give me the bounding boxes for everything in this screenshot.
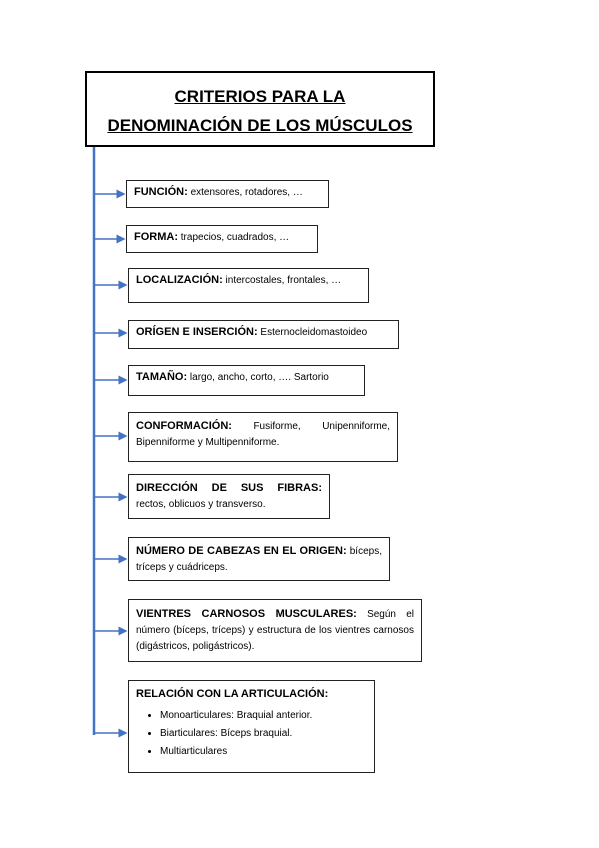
criterion-text: intercostales, frontales, … xyxy=(225,275,342,286)
articulation-list: Monoarticulares: Braquial anterior. Biar… xyxy=(136,707,367,761)
title-line-1: CRITERIOS PARA LA xyxy=(174,87,346,106)
criterion-text: Fusiforme, Unipenniforme, Bipenniforme y… xyxy=(136,421,391,448)
criterion-label: NÚMERO DE CABEZAS EN EL ORIGEN: xyxy=(136,545,347,557)
list-item: Multiarticulares xyxy=(160,743,367,761)
criterion-text: largo, ancho, corto, …. Sartorio xyxy=(189,372,329,383)
criterion-vientres-carnosos: VIENTRES CARNOSOS MUSCULARES: Según el n… xyxy=(128,599,422,662)
criterion-label: FUNCIÓN: xyxy=(134,186,188,198)
criterion-localizacion: LOCALIZACIÓN: intercostales, frontales, … xyxy=(128,268,369,303)
criterion-direccion-fibras: DIRECCIÓN DE SUS FIBRAS: rectos, oblicuo… xyxy=(128,474,330,519)
criterion-label: VIENTRES CARNOSOS MUSCULARES: xyxy=(136,608,357,620)
criterion-label: RELACIÓN CON LA ARTICULACIÓN: xyxy=(136,688,329,700)
criterion-conformacion: CONFORMACIÓN: Fusiforme, Unipenniforme, … xyxy=(128,412,398,462)
criterion-origen-insercion: ORÍGEN E INSERCIÓN: Esternocleidomastoid… xyxy=(128,320,399,349)
criterion-forma: FORMA: trapecios, cuadrados, … xyxy=(126,225,318,253)
criterion-label: FORMA: xyxy=(134,231,178,243)
criterion-text: rectos, oblicuos y transverso. xyxy=(136,499,266,510)
criterion-relacion-articulacion: RELACIÓN CON LA ARTICULACIÓN: Monoarticu… xyxy=(128,680,375,773)
criterion-numero-cabezas: NÚMERO DE CABEZAS EN EL ORIGEN: bíceps, … xyxy=(128,537,390,581)
criterion-label: ORÍGEN E INSERCIÓN: xyxy=(136,326,258,338)
criterion-text: Esternocleidomastoideo xyxy=(260,327,368,338)
criterion-text: trapecios, cuadrados, … xyxy=(180,232,290,243)
criterion-text: extensores, rotadores, … xyxy=(190,187,303,198)
criterion-label: CONFORMACIÓN: xyxy=(136,420,232,432)
diagram-title: CRITERIOS PARA LA DENOMINACIÓN DE LOS MÚ… xyxy=(85,71,435,147)
criterion-label: LOCALIZACIÓN: xyxy=(136,274,223,286)
criterion-text: bíceps, tríceps y cuádriceps. xyxy=(136,546,382,573)
criterion-text: Según el número (bíceps, tríceps) y estr… xyxy=(136,609,414,652)
list-item: Biarticulares: Bíceps braquial. xyxy=(160,725,367,743)
list-item: Monoarticulares: Braquial anterior. xyxy=(160,707,367,725)
title-line-2: DENOMINACIÓN DE LOS MÚSCULOS xyxy=(107,116,413,135)
criterion-funcion: FUNCIÓN: extensores, rotadores, … xyxy=(126,180,329,208)
criterion-label: TAMAÑO: xyxy=(136,371,188,383)
criterion-tamano: TAMAÑO: largo, ancho, corto, …. Sartorio xyxy=(128,365,365,396)
criterion-label: DIRECCIÓN DE SUS FIBRAS: xyxy=(136,482,322,494)
